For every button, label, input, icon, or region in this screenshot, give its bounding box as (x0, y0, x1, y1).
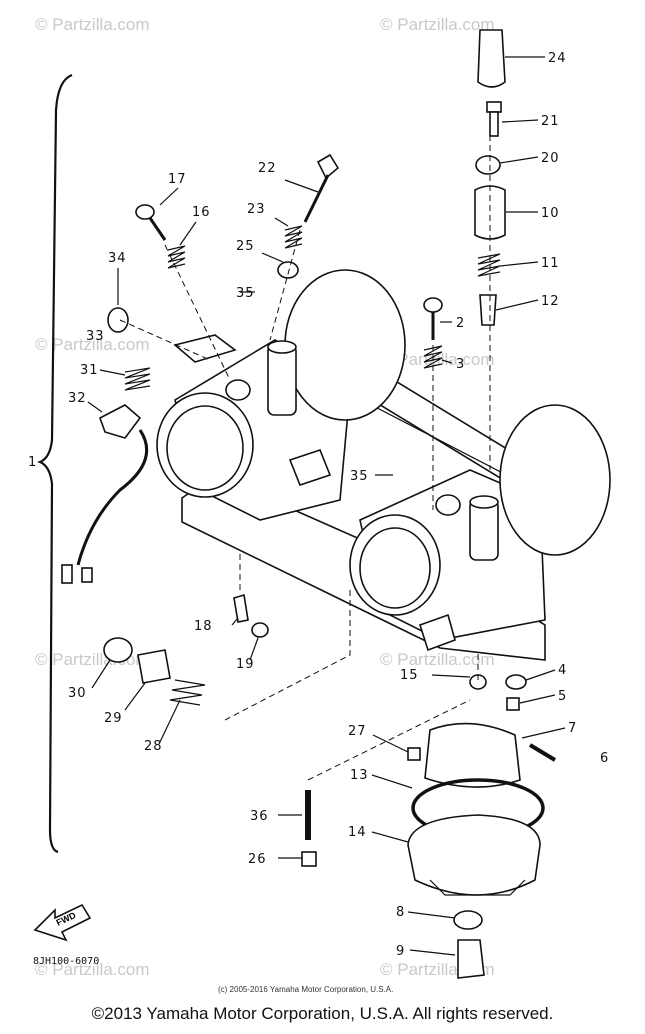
callout-10: 10 (541, 206, 560, 221)
fuel-fitting-32 (99, 404, 142, 439)
washer-19 (251, 622, 269, 638)
callout-34: 34 (108, 251, 127, 266)
gasket-8 (453, 910, 483, 930)
callout-6: 6 (600, 751, 609, 766)
callout-4: 4 (558, 663, 567, 678)
callout-31: 31 (80, 363, 99, 378)
callout-21: 21 (541, 114, 560, 129)
callout-19: 19 (236, 657, 255, 672)
callout-25: 25 (236, 239, 255, 254)
watermark: © Partzilla.com (35, 15, 150, 34)
callout-36: 36 (250, 809, 269, 824)
washer-20 (475, 155, 501, 175)
screw-17 (135, 204, 167, 241)
left-carburetor (156, 269, 406, 521)
bracket-33 (173, 334, 237, 363)
callout-22: 22 (258, 161, 277, 176)
float-bowl-14 (407, 814, 541, 896)
copyright-footer: ©2013 Yamaha Motor Corporation, U.S.A. A… (91, 1004, 554, 1023)
watermark: © Partzilla.com (380, 650, 495, 669)
callout-12: 12 (541, 294, 560, 309)
cap-24 (477, 29, 506, 88)
callout-20: 20 (541, 151, 560, 166)
watermark: © Partzilla.com (35, 335, 150, 354)
callout-30: 30 (68, 686, 87, 701)
needle-12 (479, 294, 497, 326)
callout-23: 23 (247, 202, 266, 217)
callout-3: 3 (456, 357, 465, 372)
hose-terminal (81, 567, 93, 583)
right-carburetor (349, 404, 611, 652)
callout-11: 11 (541, 256, 560, 271)
callout-29: 29 (104, 711, 123, 726)
callout-8: 8 (396, 905, 405, 920)
spring-28 (169, 679, 206, 706)
spring-31 (124, 367, 151, 391)
sleeve-29 (137, 649, 171, 684)
screw-22 (303, 153, 340, 223)
spring-23 (284, 225, 303, 249)
valve-21 (486, 101, 502, 137)
leader-lines (87, 56, 566, 956)
callout-14: 14 (348, 825, 367, 840)
callout-32: 32 (68, 391, 87, 406)
callout-7: 7 (568, 721, 577, 736)
callout-13: 13 (350, 768, 369, 783)
callout-18: 18 (194, 619, 213, 634)
cap-25 (277, 261, 299, 279)
watermark: © Partzilla.com (35, 960, 150, 979)
callout-26: 26 (248, 852, 267, 867)
callout-16: 16 (192, 205, 211, 220)
assembly-bracket (37, 73, 73, 854)
spring-11 (477, 253, 501, 277)
watermark: © Partzilla.com (380, 15, 495, 34)
screw-5 (506, 697, 520, 711)
piston-10 (474, 185, 506, 240)
callout-15: 15 (400, 668, 419, 683)
callout-1: 1 (28, 455, 37, 470)
callout-33: 33 (86, 329, 105, 344)
callout-17: 17 (168, 172, 187, 187)
fuel-hose (76, 429, 149, 566)
diagram-code: 8JH100-6070 (33, 956, 99, 967)
jet-26 (301, 851, 317, 867)
plug-4 (505, 674, 527, 690)
callout-28: 28 (144, 739, 163, 754)
callout-35-lower: 35 (350, 469, 369, 484)
pin-6 (528, 743, 557, 762)
spring-16 (167, 245, 186, 269)
fwd-arrow: FWD (33, 903, 92, 942)
hose-terminal (61, 564, 73, 584)
small-copyright-notice: (c) 2005-2016 Yamaha Motor Corporation, … (218, 985, 393, 994)
screw-2 (423, 297, 443, 340)
callout-24: 24 (548, 51, 567, 66)
callout-27: 27 (348, 724, 367, 739)
callout-2: 2 (456, 316, 465, 331)
float-7 (424, 722, 521, 788)
callout-35: 35 (236, 286, 255, 301)
plug-34 (107, 307, 129, 333)
callout-9: 9 (396, 944, 405, 959)
jet-27 (407, 747, 421, 761)
drain-screw-9 (457, 939, 485, 979)
callout-5: 5 (558, 689, 567, 704)
callout-labels: 24 21 20 10 11 12 2 3 22 23 25 17 16 34 … (28, 51, 609, 959)
pin-18 (233, 593, 249, 623)
bowl-base (429, 879, 526, 896)
guide-lines (119, 135, 491, 781)
plug-30 (103, 637, 133, 663)
